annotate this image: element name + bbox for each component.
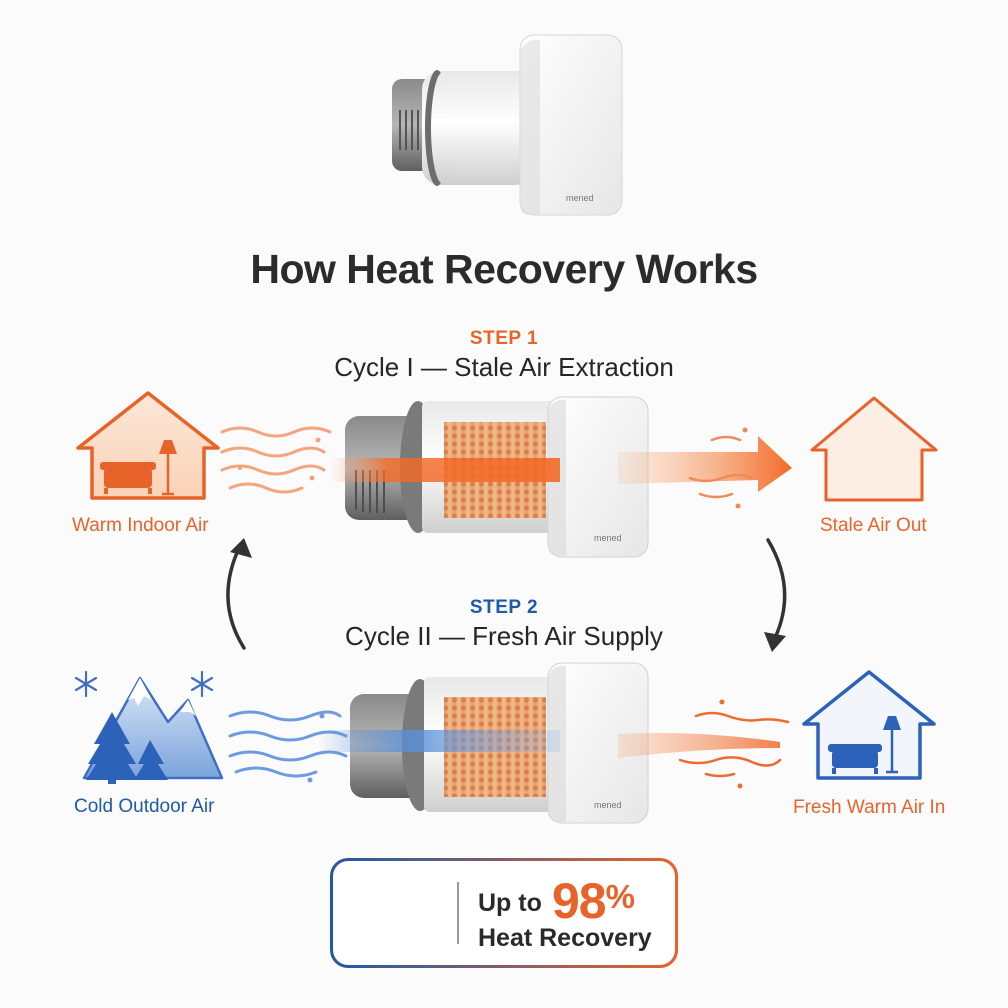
badge-percent-value: 98: [552, 873, 607, 929]
badge-divider: [457, 882, 459, 944]
cycle-arrow-left: [226, 544, 246, 650]
badge-suffix: Heat Recovery: [478, 924, 652, 952]
airflow-warm-indoor: [220, 426, 332, 494]
house-sofa-lamp-icon: [802, 670, 936, 780]
badge-percent: 98%: [552, 872, 635, 930]
unit-cycle2: [350, 662, 649, 824]
cycle-2-title: Cycle II — Fresh Air Supply: [345, 621, 663, 651]
badge-percent-sign: %: [605, 878, 635, 915]
brand-mark-cycle1: mened: [594, 533, 622, 543]
mountains-trees-snowflakes-icon: [74, 670, 224, 784]
flow-arrow-cycle1-core: [330, 458, 560, 482]
flow-arrow-cycle2-core: [318, 730, 560, 752]
cold-outdoor-air-label: Cold Outdoor Air: [74, 796, 215, 817]
airflow-fresh-in: [678, 699, 790, 789]
badge-prefix: Up to: [478, 889, 542, 917]
warm-indoor-air-label: Warm Indoor Air: [72, 515, 209, 536]
fresh-warm-air-in-label: Fresh Warm Air In: [793, 797, 946, 818]
cycle-arrow-right: [766, 538, 787, 642]
airflow-stale-out: [688, 427, 754, 509]
step-2-label: STEP 2: [469, 597, 539, 618]
house-sofa-lamp-icon: [76, 391, 220, 500]
step-1-label: STEP 1: [469, 328, 539, 349]
page-title: How Heat Recovery Works: [250, 246, 758, 292]
heat-recovery-badge: [330, 858, 678, 968]
house-outline-icon: [810, 396, 938, 502]
brand-mark-cycle2: mened: [594, 800, 622, 810]
product-image: [392, 34, 623, 216]
stale-air-out-label: Stale Air Out: [820, 515, 927, 536]
cycle-1-title: Cycle I — Stale Air Extraction: [334, 352, 674, 382]
flow-arrow-fresh-in: [618, 733, 780, 758]
brand-mark-product: mened: [566, 193, 594, 203]
